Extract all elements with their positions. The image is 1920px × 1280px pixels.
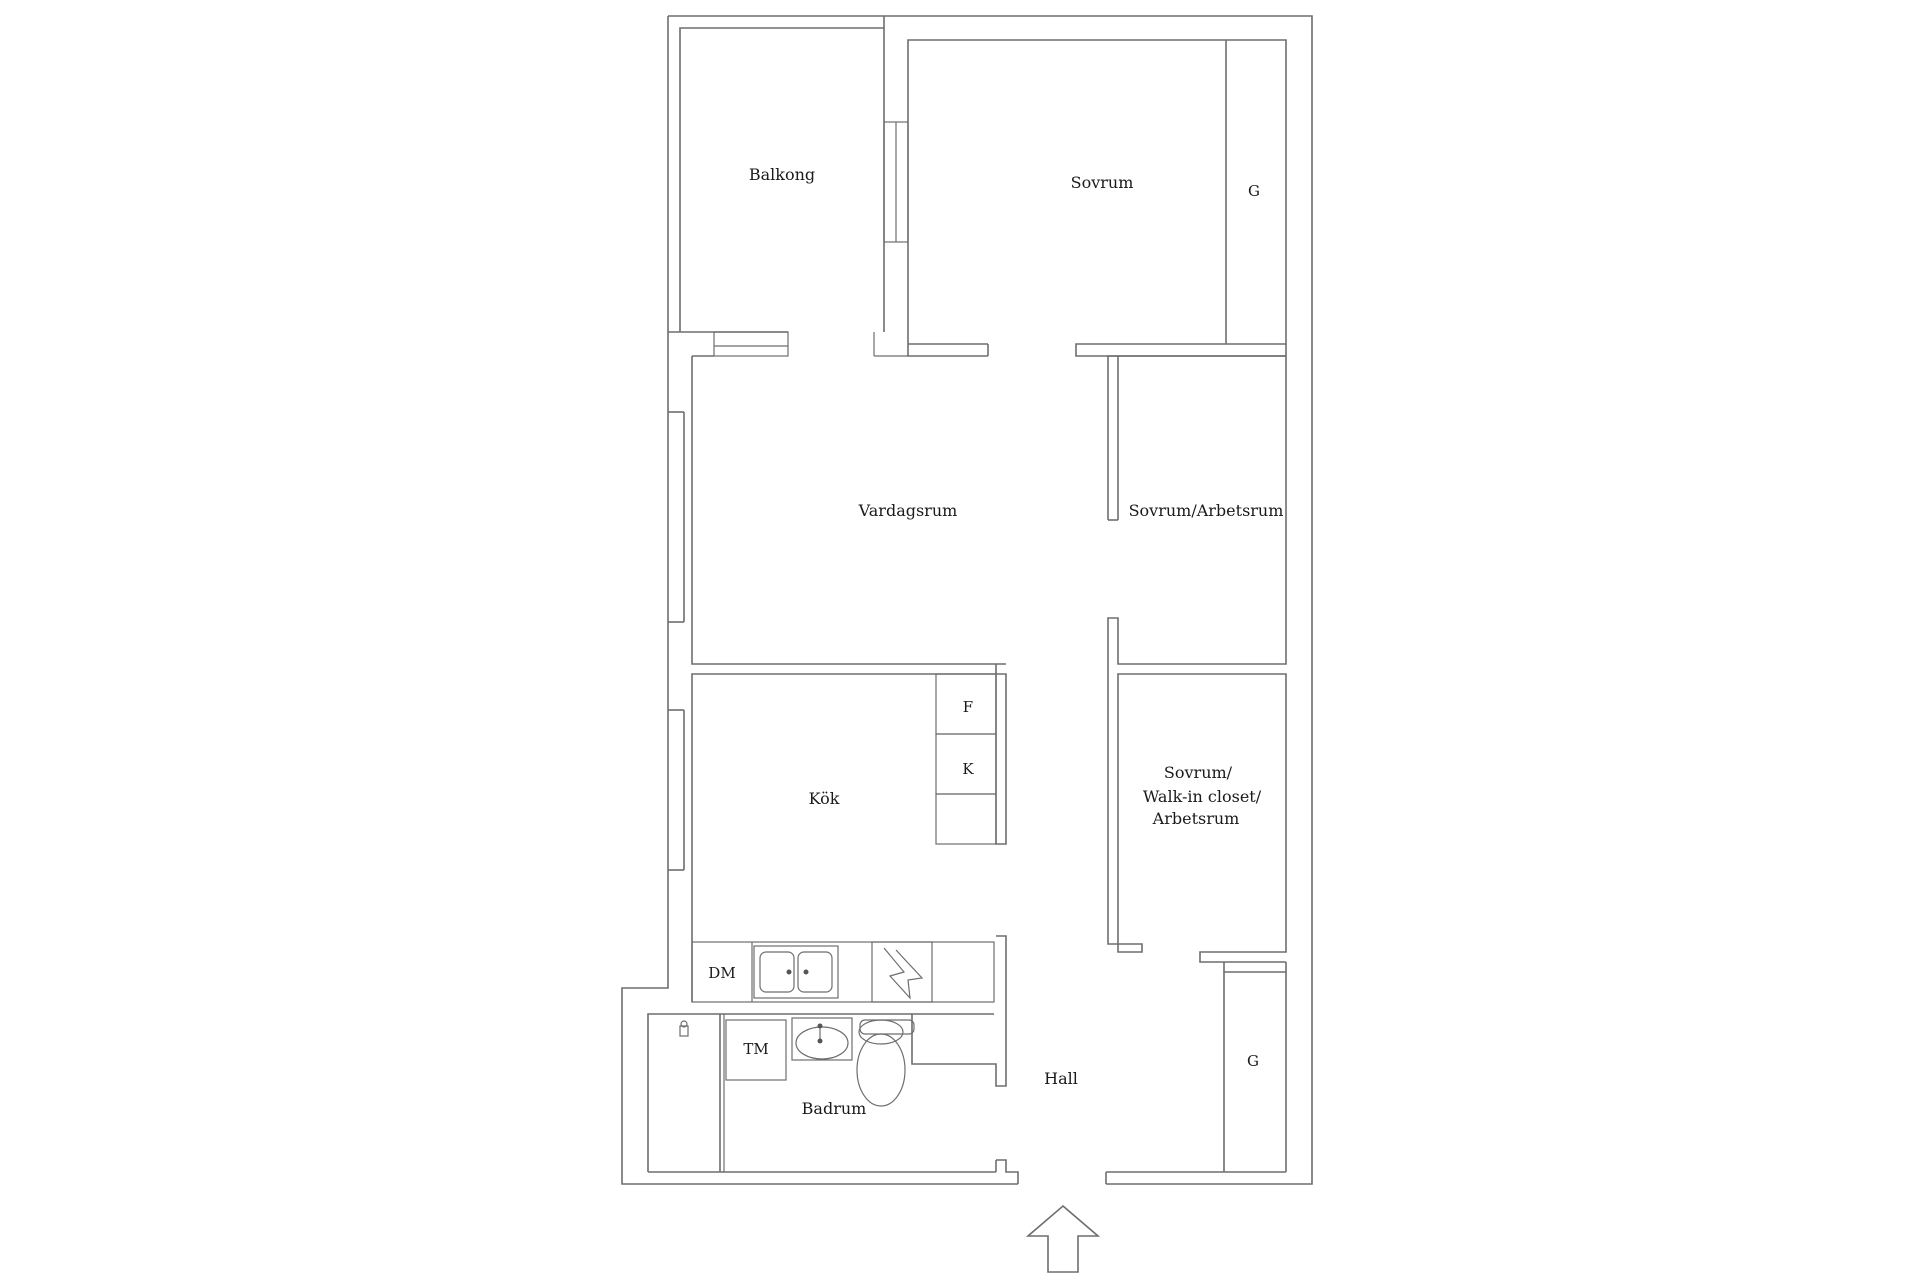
bedroom-office bbox=[1107, 355, 1287, 963]
living-room bbox=[691, 355, 1006, 665]
bedroom-top bbox=[873, 39, 1287, 357]
fixture-label-washing-machine: TM bbox=[743, 1040, 768, 1058]
floor-drain-icon bbox=[679, 1020, 689, 1037]
room-label-sovrum: Sovrum bbox=[1071, 173, 1134, 192]
kitchen-counter bbox=[691, 941, 995, 1003]
fixture-label-dishwasher: DM bbox=[708, 964, 735, 982]
room-label-sovrum-arbetsrum: Sovrum/Arbetsrum bbox=[1129, 501, 1284, 520]
fixture-label-freezer: K bbox=[962, 760, 974, 778]
fixture-label-fridge: F bbox=[963, 698, 973, 716]
kitchen-sink-icon bbox=[753, 945, 839, 999]
room-label-walkin-1: Sovrum/ bbox=[1164, 763, 1233, 782]
toilet-icon bbox=[856, 1019, 915, 1107]
room-label-walkin-2: Walk-in closet/ bbox=[1143, 787, 1262, 806]
stove-icon bbox=[871, 941, 933, 1003]
exterior-walls bbox=[621, 15, 1313, 1185]
room-label-hall: Hall bbox=[1044, 1069, 1078, 1088]
room-label-sovrum-garderob: G bbox=[1248, 182, 1260, 200]
balcony bbox=[668, 16, 909, 357]
kitchen bbox=[691, 664, 1007, 1003]
washbasin-icon bbox=[791, 1017, 853, 1061]
room-label-balkong: Balkong bbox=[749, 165, 815, 184]
room-label-kok: Kök bbox=[809, 789, 840, 808]
hall bbox=[911, 935, 1287, 1184]
room-label-walkin-3: Arbetsrum bbox=[1152, 809, 1240, 828]
bathroom bbox=[647, 1013, 996, 1173]
washing-machine-box bbox=[725, 1019, 787, 1081]
entrance-arrow-icon bbox=[1025, 1204, 1101, 1273]
room-label-badrum: Badrum bbox=[802, 1099, 867, 1118]
room-label-vardagsrum: Vardagsrum bbox=[858, 501, 958, 520]
room-label-hall-garderob: G bbox=[1247, 1052, 1259, 1070]
